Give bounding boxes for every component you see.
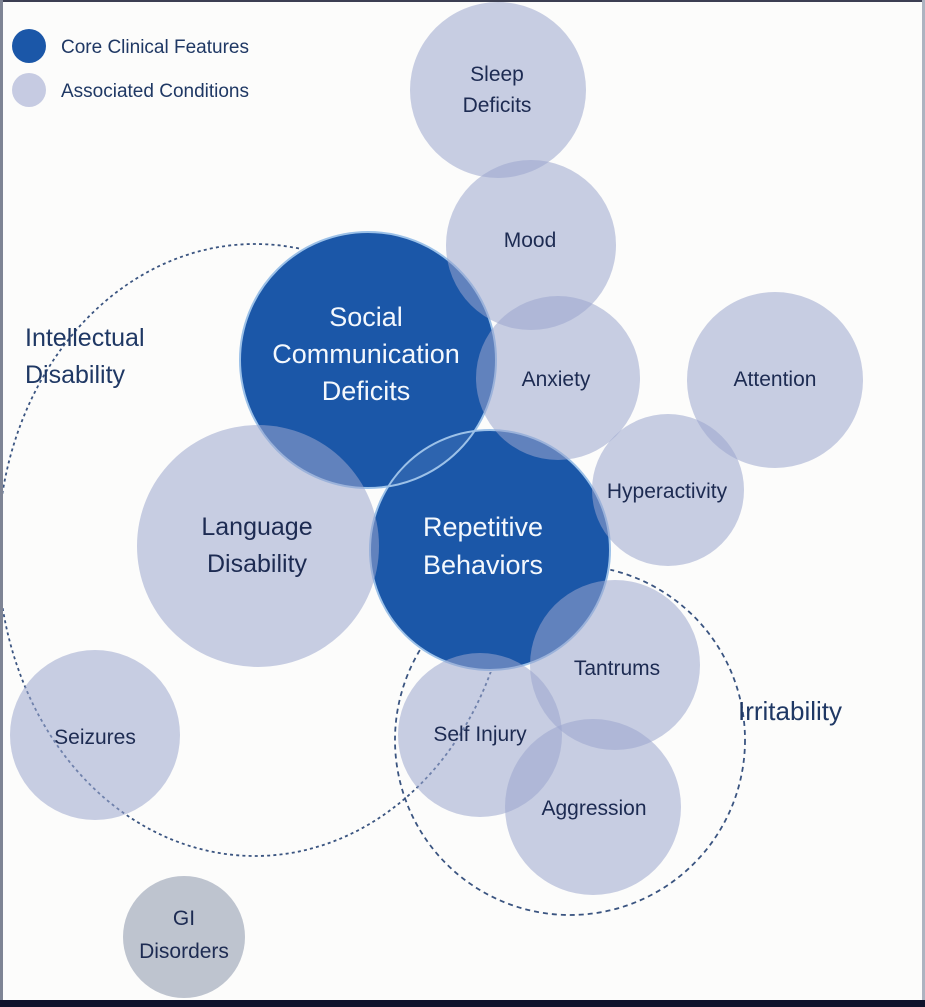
label-aggression: Aggression xyxy=(541,797,646,820)
label-attention: Attention xyxy=(734,368,817,391)
circle-attention xyxy=(687,292,863,468)
label-social-communication-line1: Social xyxy=(329,302,403,332)
legend-core-label: Core Clinical Features xyxy=(61,37,249,58)
legend-core-swatch xyxy=(12,29,46,63)
label-sleep-line2: Deficits xyxy=(463,94,532,117)
label-mood: Mood xyxy=(504,229,557,252)
diagram-labels: Social Communication Deficits Repetitive… xyxy=(25,63,842,963)
circle-aggression xyxy=(505,719,681,895)
circle-sleep-deficits xyxy=(410,2,586,178)
core-feature-circles xyxy=(239,231,611,671)
label-repetitive-behaviors-line2: Behaviors xyxy=(423,550,543,580)
circle-seizures xyxy=(10,650,180,820)
label-intellectual-disability-line1: Intellectual xyxy=(25,324,145,352)
label-intellectual-disability-line2: Disability xyxy=(25,361,126,389)
frame-bottom xyxy=(0,1000,925,1007)
circle-anxiety xyxy=(476,296,640,460)
circle-hyperactivity xyxy=(592,414,744,566)
dashed-boundary-irritability xyxy=(394,564,746,916)
circle-tantrums xyxy=(530,580,700,750)
circle-language-disability xyxy=(137,425,379,667)
legend: Core Clinical Features Associated Condit… xyxy=(12,29,249,107)
label-irritability: Irritability xyxy=(738,696,842,726)
label-sleep-line1: Sleep xyxy=(470,63,524,86)
circle-repetitive-behaviors xyxy=(370,430,610,670)
circle-mood xyxy=(446,160,616,330)
label-social-communication-line3: Deficits xyxy=(322,376,411,406)
label-gi-line2: Disorders xyxy=(139,940,229,963)
circle-social-communication-deficits xyxy=(240,232,496,488)
frame-top xyxy=(0,0,925,2)
label-self-injury: Self Injury xyxy=(433,723,527,746)
legend-associated-swatch xyxy=(12,73,46,107)
cluster-boundaries xyxy=(0,243,746,916)
label-hyperactivity: Hyperactivity xyxy=(607,480,728,503)
label-gi-line1: GI xyxy=(173,907,195,930)
circle-gi-disorders xyxy=(123,876,245,998)
label-tantrums: Tantrums xyxy=(574,657,660,680)
label-language-line2: Disability xyxy=(207,550,308,578)
frame-right xyxy=(922,0,925,1007)
label-social-communication-line2: Communication xyxy=(272,339,460,369)
label-language-line1: Language xyxy=(201,513,312,541)
legend-associated-label: Associated Conditions xyxy=(61,81,249,102)
frame-left xyxy=(0,0,3,1007)
dashed-boundary-intellectual-disability xyxy=(0,243,513,857)
label-repetitive-behaviors-line1: Repetitive xyxy=(423,512,543,542)
associated-condition-circles xyxy=(10,2,863,998)
label-seizures: Seizures xyxy=(54,726,136,749)
label-anxiety: Anxiety xyxy=(522,368,591,391)
